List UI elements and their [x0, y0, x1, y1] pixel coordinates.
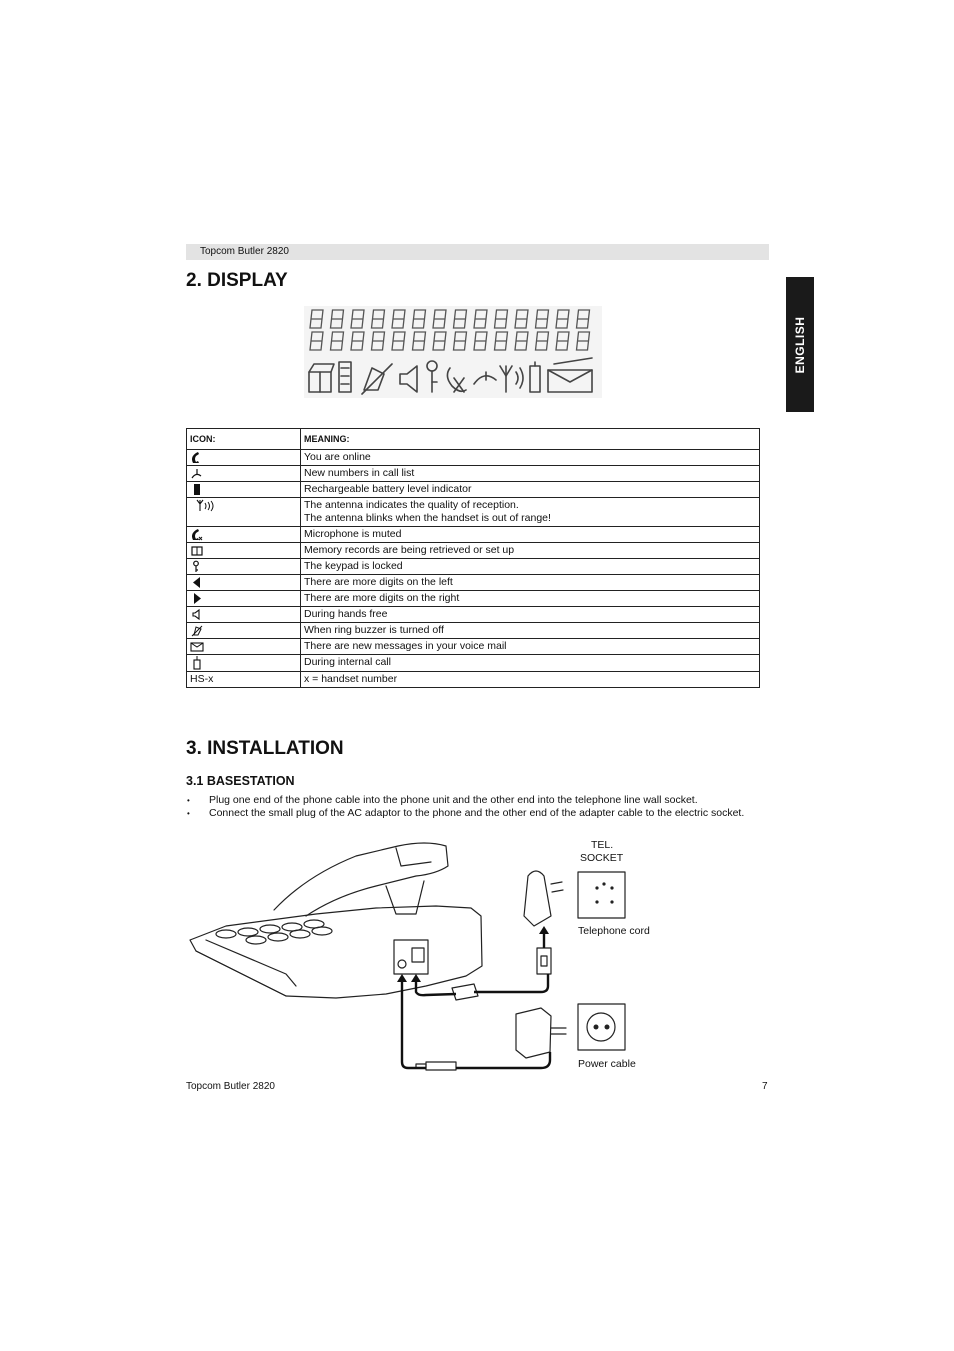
lcd-digit-segment [493, 331, 509, 351]
lcd-digit-segment [309, 309, 324, 329]
internal-call-icon [193, 656, 201, 670]
power-cable-label: Power cable [578, 1058, 636, 1070]
running-header-title: Topcom Butler 2820 [200, 246, 289, 257]
envelope-icon [190, 642, 204, 652]
lcd-digit-segment [452, 309, 468, 329]
lcd-digit-segment [391, 331, 406, 351]
lcd-digit-segment [370, 309, 386, 329]
list-item: Connect the small plug of the AC adaptor… [186, 807, 786, 820]
basestation-instructions: Plug one end of the phone cable into the… [186, 794, 786, 820]
memory-book-icon [191, 546, 203, 556]
battery-icon [194, 484, 200, 495]
language-tab-label: ENGLISH [793, 316, 807, 373]
table-cell-meaning: x = handset number [300, 671, 760, 688]
installation-drawing [189, 842, 626, 1071]
lcd-digit-segment [534, 309, 550, 329]
language-tab: ENGLISH [786, 277, 814, 412]
lcd-digit-segment [514, 331, 529, 351]
lcd-digit-segment [350, 331, 365, 351]
table-cell-meaning: The keypad is locked [300, 558, 760, 575]
icon-column-header: ICON: [186, 428, 301, 450]
table-row: The keypad is locked [186, 558, 760, 575]
tel-socket-label-1: TEL. [591, 839, 614, 851]
icon-meaning-table: ICON: MEANING: You are online New number… [186, 428, 760, 688]
page-number: 7 [762, 1081, 768, 1092]
table-cell-meaning: When ring buzzer is turned off [300, 622, 760, 639]
table-cell-meaning: Rechargeable battery level indicator [300, 481, 760, 498]
table-row: HS-x x = handset number [186, 671, 760, 688]
lcd-digit-segment [329, 309, 345, 329]
lcd-digit-segment [391, 309, 406, 329]
table-cell-meaning: There are more digits on the left [300, 574, 760, 591]
lcd-digit-segment [350, 309, 365, 329]
running-header: Topcom Butler 2820 [186, 244, 769, 260]
lcd-digit-segment [534, 331, 550, 351]
lcd-digit-segment [411, 309, 427, 329]
table-row: Memory records are being retrieved or se… [186, 542, 760, 559]
speaker-icon [192, 608, 200, 621]
lcd-digit-segment [575, 309, 591, 329]
display-section-heading: 2. DISPLAY [186, 270, 288, 291]
lcd-digit-segment [575, 331, 591, 351]
lcd-display-illustration [304, 306, 602, 398]
table-row: There are more digits on the right [186, 590, 760, 607]
installation-section-heading: 3. INSTALLATION [186, 738, 344, 759]
table-row: Rechargeable battery level indicator [186, 481, 760, 498]
arrow-right-icon [194, 593, 201, 604]
table-row: During internal call [186, 654, 760, 672]
table-row: You are online [186, 449, 760, 466]
new-call-icon [191, 469, 202, 479]
table-cell-meaning: New numbers in call list [300, 465, 760, 482]
mic-muted-icon [192, 529, 203, 541]
table-cell-meaning: During internal call [300, 654, 760, 672]
table-row: There are new messages in your voice mai… [186, 638, 760, 655]
lcd-digit-segment [432, 331, 447, 351]
lcd-digit-segment [309, 331, 324, 351]
meaning-line-2: The antenna blinks when the handset is o… [304, 512, 551, 524]
list-item: Plug one end of the phone cable into the… [186, 794, 786, 807]
lcd-digit-segment [514, 309, 529, 329]
table-row: During hands free [186, 606, 760, 623]
meaning-line-1: The antenna indicates the quality of rec… [304, 499, 519, 511]
table-row: Microphone is muted [186, 526, 760, 543]
telephone-cord-label: Telephone cord [578, 925, 650, 937]
meaning-column-header: MEANING: [300, 428, 760, 450]
installation-diagram: TEL. SOCKET Telephone cord Power cable [186, 836, 666, 1081]
table-cell-meaning: Microphone is muted [300, 526, 760, 543]
lcd-digit-segment [473, 309, 488, 329]
table-cell-meaning: There are new messages in your voice mai… [300, 638, 760, 655]
tel-socket-label-2: SOCKET [580, 852, 624, 864]
lcd-digit-segment [555, 309, 570, 329]
ringer-off-icon [191, 625, 203, 637]
table-cell-icon-text: HS-x [186, 671, 301, 688]
table-row: There are more digits on the left [186, 574, 760, 591]
table-cell-meaning: During hands free [300, 606, 760, 623]
table-header-row: ICON: MEANING: [186, 428, 760, 450]
lcd-digit-segment [493, 309, 509, 329]
table-cell-meaning: Memory records are being retrieved or se… [300, 542, 760, 559]
table-row: When ring buzzer is turned off [186, 622, 760, 639]
handset-online-icon [192, 452, 199, 463]
table-cell-meaning: The antenna indicates the quality of rec… [300, 497, 760, 527]
footer-title: Topcom Butler 2820 [186, 1081, 275, 1092]
lcd-digit-segment [452, 331, 468, 351]
key-lock-icon [193, 560, 199, 572]
arrow-left-icon [193, 577, 200, 588]
lcd-digit-segment [329, 331, 345, 351]
lcd-digit-segment [411, 331, 427, 351]
lcd-digit-segment [370, 331, 386, 351]
table-cell-meaning: You are online [300, 449, 760, 466]
lcd-digit-segment [473, 331, 488, 351]
table-row: New numbers in call list [186, 465, 760, 482]
basestation-subheading: 3.1 BASESTATION [186, 774, 295, 788]
lcd-digit-segment [432, 309, 447, 329]
table-cell-meaning: There are more digits on the right [300, 590, 760, 607]
lcd-digit-segment [555, 331, 570, 351]
table-row: The antenna indicates the quality of rec… [186, 497, 760, 527]
antenna-icon [196, 499, 214, 512]
